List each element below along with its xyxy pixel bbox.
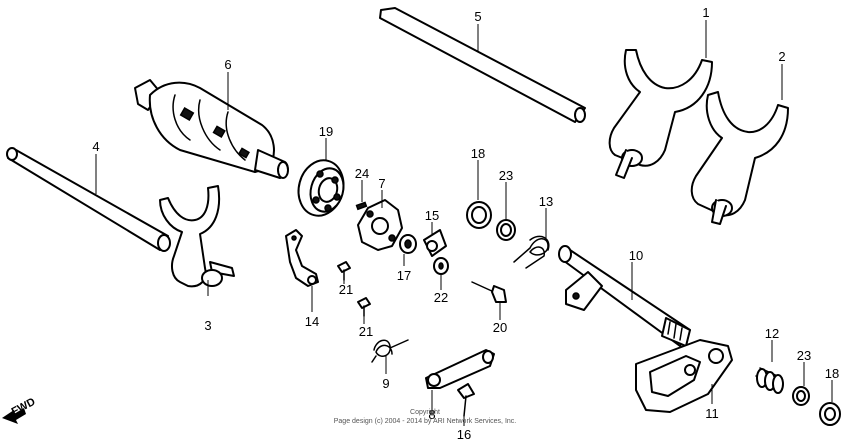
- callout-22: 22: [434, 290, 448, 305]
- callout-20: 20: [493, 320, 507, 335]
- callout-13: 13: [539, 194, 553, 209]
- part-14-stopper-plate: [285, 229, 319, 287]
- part-23-circlip-upper: [496, 219, 516, 241]
- callout-18-lower: 18: [825, 366, 839, 381]
- callout-16: 16: [457, 427, 471, 442]
- part-10-gearshift-spindle: [558, 245, 691, 347]
- callout-10: 10: [629, 248, 643, 263]
- callout-2: 2: [778, 49, 785, 64]
- part-19-bearing: [297, 159, 345, 217]
- part-6-shift-drum: [134, 79, 289, 179]
- part-12-spring: [755, 367, 784, 394]
- part-2-shift-fork: [690, 91, 789, 225]
- callout-4: 4: [92, 139, 99, 154]
- part-15-stopper: [423, 229, 447, 257]
- callout-19: 19: [319, 124, 333, 139]
- part-18-washer-lower: [819, 402, 841, 426]
- callout-7: 7: [378, 176, 385, 191]
- callout-3: 3: [204, 318, 211, 333]
- callout-6: 6: [224, 57, 231, 72]
- part-23-circlip-lower: [792, 386, 810, 406]
- callout-23-lower: 23: [797, 348, 811, 363]
- part-3-shift-fork: [159, 185, 235, 288]
- part-17-washer: [399, 234, 417, 254]
- part-21-bolt-lower: [357, 297, 371, 317]
- part-22-washer: [433, 257, 449, 275]
- part-8-link-arm: [425, 349, 495, 389]
- callout-17: 17: [397, 268, 411, 283]
- copyright-line-2: Page design (c) 2004 - 2014 by ARI Netwo…: [334, 418, 517, 425]
- part-4-fork-shaft: [6, 147, 171, 252]
- part-20-bolt: [471, 281, 507, 303]
- part-13-spring: [513, 235, 550, 269]
- part-16-bolt: [457, 383, 475, 417]
- copyright-line-1: Copyright: [410, 409, 440, 416]
- callout-15: 15: [425, 208, 439, 223]
- fwd-arrow: FWD: [2, 396, 37, 424]
- callout-24: 24: [355, 166, 369, 181]
- callout-18-upper: 18: [471, 146, 485, 161]
- callout-14: 14: [305, 314, 319, 329]
- callout-9: 9: [382, 376, 389, 391]
- part-7-cam-assembly: [355, 199, 403, 251]
- part-1-shift-fork: [608, 49, 713, 179]
- callout-11: 11: [705, 406, 719, 421]
- part-18-washer-upper: [466, 201, 492, 229]
- callout-1: 1: [702, 5, 709, 20]
- part-21-bolt-upper: [337, 261, 351, 281]
- callout-labels: 1 2 3 4 5 6 7 8 9 10 11 12 13 14 15 16 1…: [92, 5, 839, 442]
- callout-23-upper: 23: [499, 168, 513, 183]
- part-11-gearshift-plate: [635, 339, 733, 413]
- callout-8: 8: [428, 407, 435, 422]
- part-9-spring: [371, 339, 409, 363]
- callout-21-lower: 21: [359, 324, 373, 339]
- callout-5: 5: [474, 9, 481, 24]
- callout-12: 12: [765, 326, 779, 341]
- callout-21-upper: 21: [339, 282, 353, 297]
- leader-lines: [95, 20, 833, 426]
- part-5-fork-shaft: [379, 7, 586, 123]
